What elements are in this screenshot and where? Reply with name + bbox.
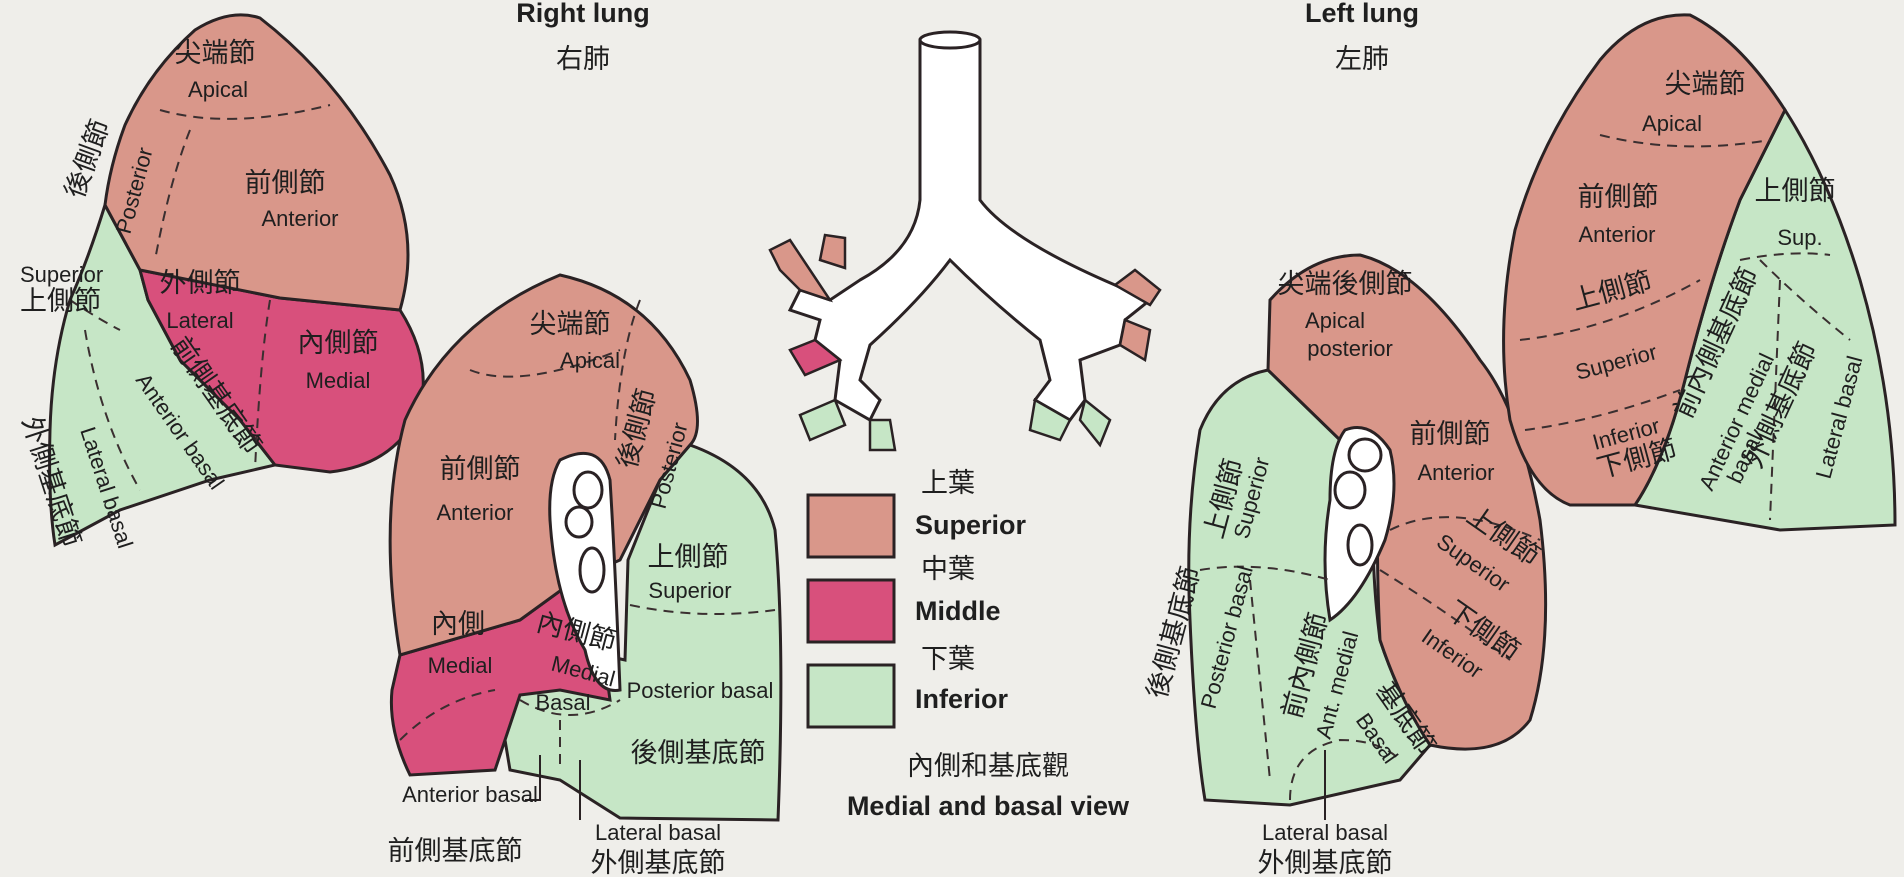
- lm-apical-posterior-en-1: Apical: [1305, 308, 1365, 333]
- rm-anterior-jp: 前側節: [440, 454, 521, 485]
- legend-inferior-en: Inferior: [915, 684, 1009, 714]
- lm-apical-posterior-en-2: posterior: [1307, 336, 1393, 361]
- lm-lateral-basal-en: Lateral basal: [1262, 820, 1388, 845]
- view-caption-en: Medial and basal view: [847, 791, 1130, 821]
- left-lung-title: Left lung: [1305, 0, 1419, 28]
- rm-superior-jp: 上側節: [648, 542, 729, 573]
- view-caption-jp: 內側和基底觀: [907, 751, 1069, 782]
- rl-lat-apical-en: Apical: [188, 77, 248, 102]
- rm-basal-en: Basal: [535, 690, 590, 715]
- ll-sup-en: Sup.: [1777, 225, 1822, 250]
- rm-apical-jp: 尖端節: [530, 309, 611, 340]
- ll-apical-jp: 尖端節: [1665, 69, 1746, 100]
- ll-anterior-en: Anterior: [1578, 222, 1655, 247]
- rl-lat-anterior-jp: 前側節: [245, 168, 326, 199]
- rm-superior-en: Superior: [648, 578, 731, 603]
- rl-lat-lateral-en: Lateral: [166, 308, 233, 333]
- legend-inferior-jp: 下葉: [921, 644, 975, 675]
- bronchus-left-inferior-tip-2: [1080, 400, 1110, 445]
- right-lung-medial-view: 尖端節 Apical 後側節 Posterior 前側節 Anterior 上側…: [388, 275, 781, 877]
- right-lung-lateral-view: 尖端節 Apical 後側節 Posterior 前側節 Anterior Su…: [15, 15, 423, 551]
- lm-anterior-en: Anterior: [1417, 460, 1494, 485]
- bronchial-tree: [770, 32, 1160, 450]
- bronchus-right-superior-tip-2: [820, 235, 845, 268]
- right-lung-title-jp: 右肺: [556, 44, 610, 75]
- rm-posterior-basal-en: Posterior basal: [627, 678, 774, 703]
- left-lung-title-jp: 左肺: [1335, 44, 1389, 75]
- trachea-and-bronchi: [790, 40, 1150, 420]
- rl-lat-medial-jp: 內側節: [298, 328, 379, 359]
- rl-lat-anterior-en: Anterior: [261, 206, 338, 231]
- legend-superior-swatch: [808, 495, 894, 557]
- lm-anterior-jp: 前側節: [1410, 419, 1491, 450]
- rl-lat-superior-jp: 上側節: [20, 286, 101, 317]
- rm-medial-left-en: Medial: [428, 653, 493, 678]
- rl-lat-medial-en: Medial: [306, 368, 371, 393]
- bronchus-left-superior-tip-2: [1120, 320, 1150, 360]
- rl-lat-apical-jp: 尖端節: [175, 38, 256, 69]
- legend-middle-jp: 中葉: [921, 554, 975, 585]
- legend-superior-en: Superior: [915, 510, 1027, 540]
- lm-apical-posterior-jp: 尖端後側節: [1278, 269, 1413, 300]
- trachea-top: [920, 32, 980, 48]
- bronchus-right-inferior-tip: [800, 400, 845, 440]
- lm-hilum-bronchus-2: [1335, 472, 1365, 508]
- rm-hilum-vessel: [580, 548, 604, 592]
- legend-middle-swatch: [808, 580, 894, 642]
- ll-anterior-jp: 前側節: [1578, 182, 1659, 213]
- rm-anterior-basal-en: Anterior basal: [402, 782, 538, 807]
- legend-middle-en: Middle: [915, 596, 1001, 626]
- left-lung-lateral-view: 尖端節 Apical 前側節 Anterior 上側節 Sup. 上側節 Sup…: [1504, 15, 1895, 530]
- bronchus-right-inferior-tip-2: [870, 420, 895, 450]
- rm-anterior-en: Anterior: [436, 500, 513, 525]
- rm-lateral-basal-en: Lateral basal: [595, 820, 721, 845]
- rm-lateral-basal-jp: 外側基底節: [591, 848, 726, 877]
- rm-hilum-bronchus-1: [574, 472, 602, 508]
- rl-lat-superior-en: Superior: [20, 262, 103, 287]
- ll-sup-jp: 上側節: [1755, 176, 1836, 207]
- rl-lat-lateral-jp: 外側節: [160, 268, 241, 299]
- right-lung-title: Right lung: [516, 0, 649, 28]
- rm-hilum-bronchus-2: [566, 507, 592, 537]
- left-lung-medial-view: 尖端後側節 Apical posterior 前側節 Anterior 上側節 …: [1142, 255, 1546, 877]
- rm-medial-left-jp: 內側: [431, 609, 485, 640]
- rm-posterior-basal-jp: 後側基底節: [631, 738, 766, 769]
- legend-inferior-swatch: [808, 665, 894, 727]
- legend: 上葉 Superior 中葉 Middle 下葉 Inferior 內側和基底觀…: [808, 468, 1130, 821]
- rm-apical-en: Apical: [560, 348, 620, 373]
- ll-apical-en: Apical: [1642, 111, 1702, 136]
- rm-anterior-basal-jp: 前側基底節: [388, 836, 523, 867]
- lm-hilum-vessel: [1348, 525, 1372, 565]
- lm-lateral-basal-jp: 外側基底節: [1258, 848, 1393, 877]
- lm-hilum-bronchus-1: [1349, 439, 1381, 471]
- legend-superior-jp: 上葉: [921, 468, 975, 499]
